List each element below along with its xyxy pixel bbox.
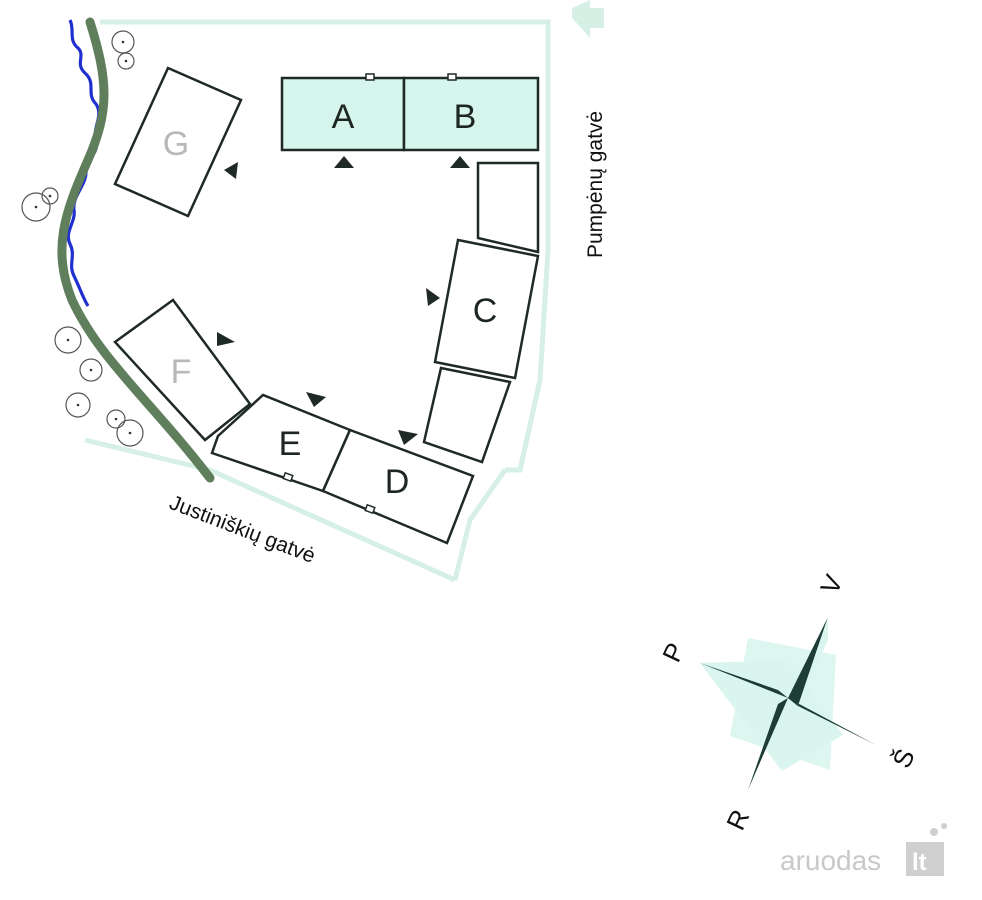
building-f[interactable]: F xyxy=(113,298,252,442)
green-walkway xyxy=(57,17,215,483)
entrance-triangle-icon xyxy=(306,392,326,407)
entrance-triangle-icon xyxy=(217,332,235,346)
building-e[interactable]: E xyxy=(210,393,352,493)
aruodas-watermark: aruodas lt xyxy=(780,823,947,876)
building-a[interactable]: A xyxy=(280,76,406,152)
tree-icon xyxy=(116,419,144,447)
building-b-label: B xyxy=(454,98,477,136)
tree-icon xyxy=(79,358,103,382)
entrance-markers xyxy=(217,156,470,445)
tree-icon xyxy=(41,187,59,205)
building-g-label: G xyxy=(163,125,189,163)
street-label-pumpenu: Pumpėnų gatvė xyxy=(584,111,607,258)
entrance-triangle-icon xyxy=(398,430,418,445)
trees xyxy=(21,30,144,447)
building-a-label: A xyxy=(332,98,355,136)
entrance-triangle-icon xyxy=(426,288,440,306)
site-boundary xyxy=(84,0,604,583)
building-d-label: D xyxy=(385,463,410,501)
street-label-justiniskiu: Justiniškių gatvė xyxy=(166,491,318,568)
tree-icon xyxy=(65,392,91,418)
entrance-arrow-marker xyxy=(572,0,604,38)
tree-icon xyxy=(21,192,51,222)
tree-icon xyxy=(106,409,126,429)
tree-icon xyxy=(117,52,135,70)
building-c[interactable]: C xyxy=(422,161,540,464)
entrance-triangle-icon xyxy=(224,162,238,179)
compass-label-south: P xyxy=(656,638,691,666)
compass-arm-east xyxy=(748,698,788,790)
tree-icon xyxy=(54,326,82,354)
watermark-tld: lt xyxy=(912,849,927,876)
building-e-label: E xyxy=(279,425,302,463)
compass-label-west: Š xyxy=(886,744,921,772)
building-f-label: F xyxy=(171,353,192,391)
building-c-label: C xyxy=(473,292,498,330)
compass-label-east: R xyxy=(720,805,755,835)
entrance-triangle-icon xyxy=(450,156,470,168)
compass-arm-west xyxy=(788,698,876,745)
entrance-triangle-icon xyxy=(334,156,354,168)
compass-arm-north xyxy=(788,617,828,706)
compass-label-north: V xyxy=(814,570,849,599)
watermark-brand: aruodas xyxy=(780,845,881,876)
compass-arm-south xyxy=(700,663,788,698)
watermark-badge xyxy=(906,842,944,876)
building-b[interactable]: B xyxy=(402,76,540,152)
building-g[interactable]: G xyxy=(113,66,243,218)
building-d[interactable]: D xyxy=(321,428,475,545)
compass-rose: V P R Š xyxy=(656,570,921,835)
